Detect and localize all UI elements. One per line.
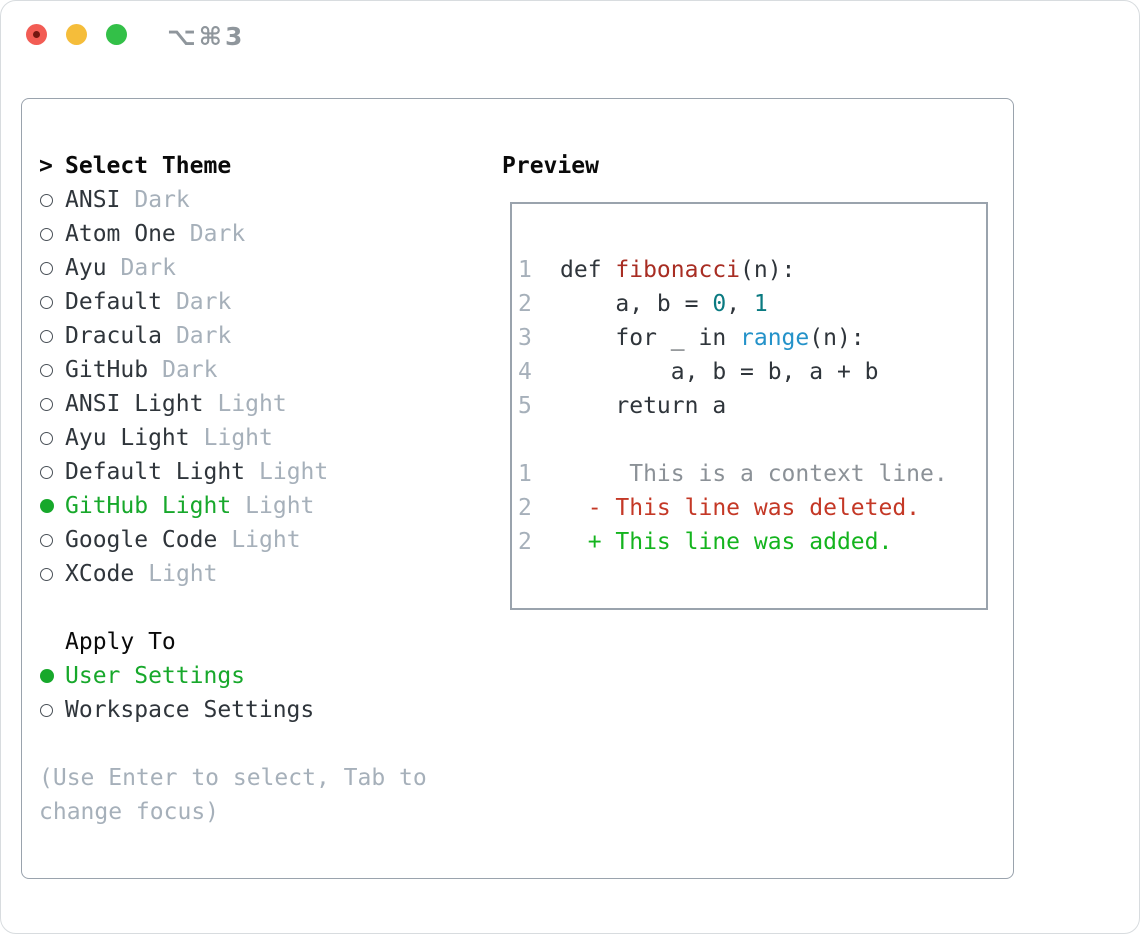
- line-number: 2: [518, 529, 532, 555]
- number-token: 1: [753, 291, 768, 317]
- theme-variant-tag: Light: [231, 527, 301, 553]
- radio-selected-icon: [39, 499, 65, 513]
- builtin-call-token: range: [740, 325, 810, 351]
- theme-variant-tag: Dark: [175, 323, 232, 349]
- theme-option-ayu-dark[interactable]: Ayu Dark: [39, 251, 451, 285]
- theme-picker-panel: > Select Theme ANSI Dark Atom One Dark A…: [21, 98, 1014, 879]
- help-text: (Use Enter to select, Tab to change focu…: [39, 765, 427, 825]
- apply-to-header-label: Apply To: [65, 629, 176, 655]
- window-title: ⌥⌘3: [167, 22, 246, 51]
- radio-icon: [39, 193, 65, 207]
- code-line: 3 for _ in range(n):: [518, 321, 986, 355]
- apply-option-workspace-settings[interactable]: Workspace Settings: [39, 693, 451, 727]
- close-button[interactable]: [26, 24, 47, 45]
- radio-icon: [39, 397, 65, 411]
- radio-icon: [39, 261, 65, 275]
- radio-icon: [39, 329, 65, 343]
- radio-icon: [39, 703, 65, 717]
- line-number: 5: [518, 393, 532, 419]
- radio-icon: [39, 431, 65, 445]
- radio-icon: [39, 363, 65, 377]
- focus-caret: >: [39, 153, 53, 179]
- diff-line-deleted: 2 - This line was deleted.: [518, 491, 986, 525]
- theme-variant-tag: Dark: [134, 187, 190, 213]
- apply-option-user-settings[interactable]: User Settings: [39, 659, 451, 693]
- theme-option-ansi-light[interactable]: ANSI Light Light: [39, 387, 451, 421]
- theme-option-xcode[interactable]: XCode Light: [39, 557, 451, 591]
- select-theme-header-label: Select Theme: [65, 153, 232, 179]
- radio-icon: [39, 295, 65, 309]
- line-number: 4: [518, 359, 532, 385]
- spacer: [39, 591, 451, 625]
- line-number: 3: [518, 325, 532, 351]
- theme-option-ansi-dark[interactable]: ANSI Dark: [39, 183, 451, 217]
- theme-option-github-dark[interactable]: GitHub Dark: [39, 353, 451, 387]
- select-theme-header: > Select Theme: [39, 149, 451, 183]
- blank-line: [518, 423, 986, 457]
- apply-to-header: Apply To: [39, 625, 451, 659]
- radio-icon: [39, 567, 65, 581]
- theme-option-atom-one-dark[interactable]: Atom One Dark: [39, 217, 451, 251]
- theme-variant-tag: Light: [217, 391, 287, 417]
- line-number: 2: [518, 495, 532, 521]
- radio-icon: [39, 533, 65, 547]
- theme-option-ayu-light[interactable]: Ayu Light Light: [39, 421, 451, 455]
- theme-variant-tag: Dark: [175, 289, 232, 315]
- theme-variant-tag: Light: [259, 459, 329, 485]
- theme-option-default-dark[interactable]: Default Dark: [39, 285, 451, 319]
- unsaved-changes-dot-icon: [33, 31, 40, 38]
- radio-icon: [39, 227, 65, 241]
- theme-variant-tag: Light: [148, 561, 218, 587]
- theme-option-default-light[interactable]: Default Light Light: [39, 455, 451, 489]
- theme-variant-tag: Dark: [120, 255, 176, 281]
- theme-variant-tag: Dark: [162, 357, 218, 383]
- theme-variant-tag: Light: [203, 425, 273, 451]
- theme-list: > Select Theme ANSI Dark Atom One Dark A…: [39, 149, 451, 829]
- function-name-token: fibonacci: [615, 257, 741, 283]
- diff-line-context: 1 This is a context line.: [518, 457, 986, 491]
- radio-icon: [39, 465, 65, 479]
- minimize-button[interactable]: [66, 24, 87, 45]
- preview-header: Preview: [502, 153, 599, 179]
- theme-variant-tag: Dark: [189, 221, 246, 247]
- theme-option-google-code[interactable]: Google Code Light: [39, 523, 451, 557]
- radio-selected-icon: [39, 669, 65, 683]
- line-number: 1: [518, 461, 532, 487]
- line-number: 2: [518, 291, 532, 317]
- code-line: 2 a, b = 0, 1: [518, 287, 986, 321]
- code-line: 5 return a: [518, 389, 986, 423]
- theme-option-dracula-dark[interactable]: Dracula Dark: [39, 319, 451, 353]
- code-line: 4 a, b = b, a + b: [518, 355, 986, 389]
- zoom-button[interactable]: [106, 24, 127, 45]
- diff-line-added: 2 + This line was added.: [518, 525, 986, 559]
- line-number: 1: [518, 257, 532, 283]
- number-token: 0: [712, 291, 727, 317]
- theme-option-github-light[interactable]: GitHub Light Light: [39, 489, 451, 523]
- theme-variant-tag: Light: [245, 493, 315, 519]
- spacer: [39, 727, 451, 761]
